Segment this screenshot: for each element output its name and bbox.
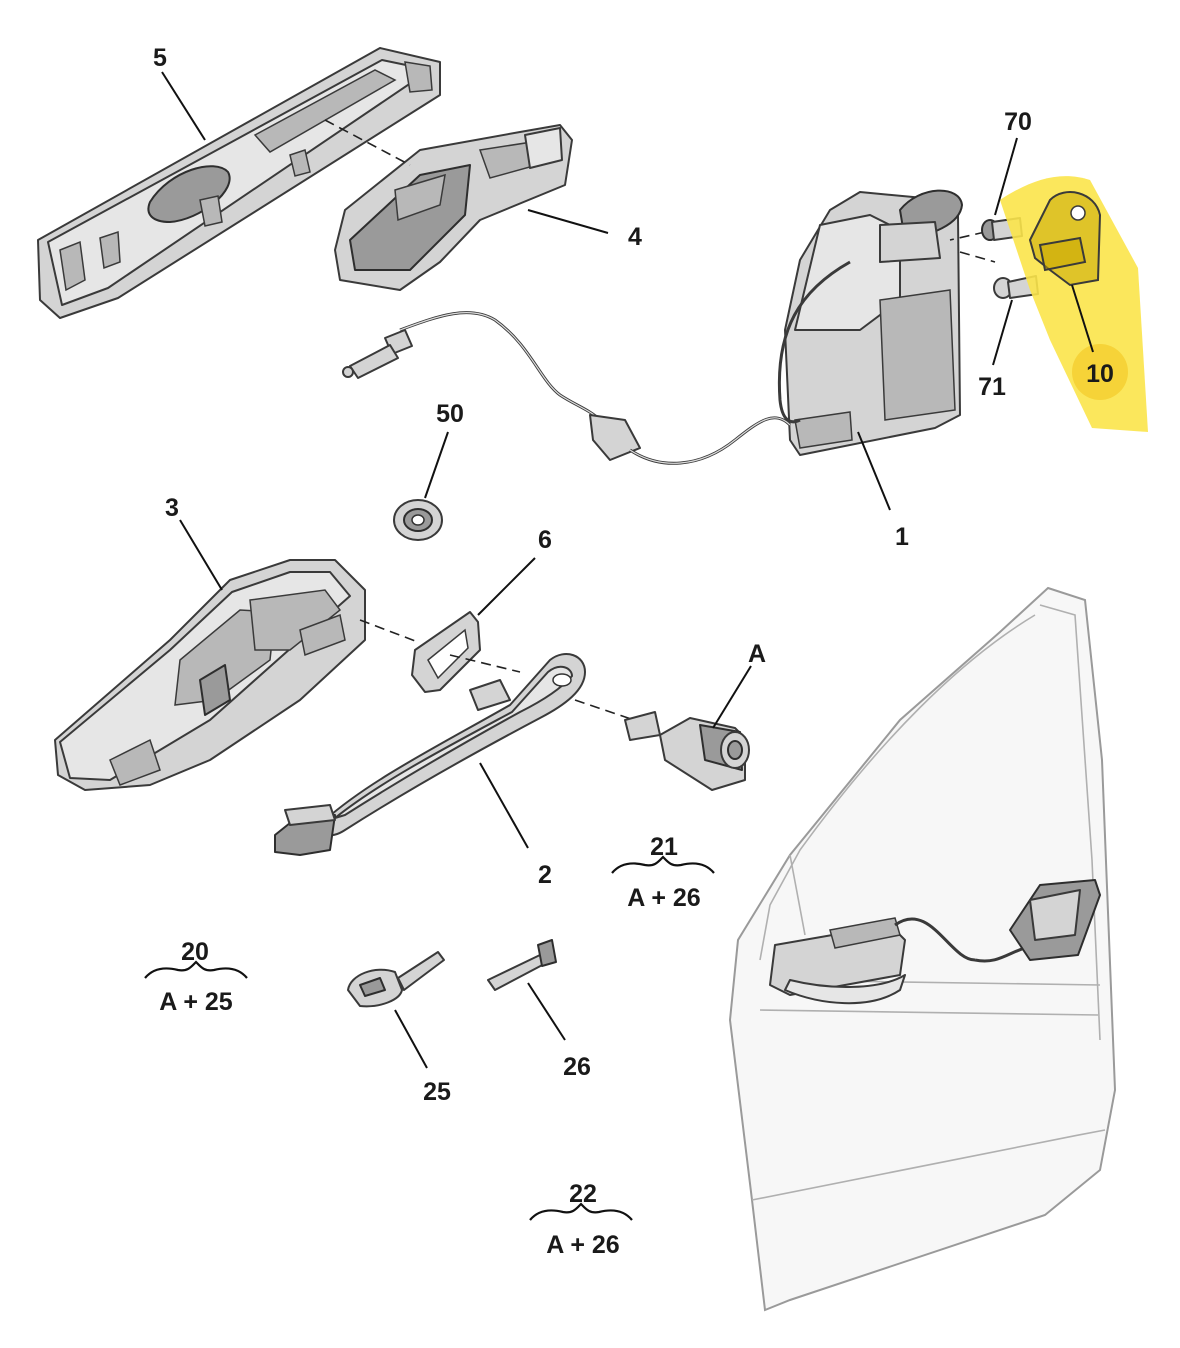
kit-20-brace xyxy=(144,960,248,979)
part-25-key xyxy=(347,951,445,1008)
part-50-grommet xyxy=(393,499,443,541)
part-A-cylinder xyxy=(624,711,750,791)
callout-50: 50 xyxy=(436,400,464,428)
callout-71: 71 xyxy=(978,373,1006,401)
kit-21: 21 A + 26 xyxy=(611,833,715,912)
release-cable xyxy=(342,311,792,465)
callout-3: 3 xyxy=(165,494,179,522)
callout-4: 4 xyxy=(628,223,642,251)
part-2-outer-handle xyxy=(274,653,586,856)
callout-70: 70 xyxy=(1004,108,1032,136)
lock-cable-upper xyxy=(777,260,851,424)
axis-5-4 xyxy=(324,119,411,166)
kit-20: 20 A + 25 xyxy=(144,938,248,1016)
callout-2: 2 xyxy=(538,861,552,889)
part-1-lock xyxy=(784,189,963,456)
callout-5: 5 xyxy=(153,44,167,72)
kit-21-brace xyxy=(611,855,715,874)
kit-21-number: 21 xyxy=(650,833,678,861)
part-5-bracket xyxy=(37,47,441,319)
callout-26: 26 xyxy=(563,1053,591,1081)
callout-25: 25 xyxy=(423,1078,451,1106)
callout-1: 1 xyxy=(895,523,909,551)
callout-10: 10 xyxy=(1086,360,1114,388)
kit-22-contents: A + 26 xyxy=(546,1231,619,1259)
kit-22-brace xyxy=(529,1202,633,1221)
axis-3-6 xyxy=(359,619,419,643)
callout-A: A xyxy=(748,640,766,668)
part-10-striker xyxy=(1000,176,1148,432)
part-6-gasket xyxy=(411,611,481,693)
callout-labels: 5 4 70 71 50 1 3 6 A 2 25 26 10 xyxy=(153,44,1114,1106)
kit-22: 22 A + 26 xyxy=(529,1180,633,1259)
door-handle-assembly xyxy=(769,879,1101,1005)
kit-20-number: 20 xyxy=(181,938,209,966)
axis-6-2 xyxy=(449,654,521,673)
callout-6: 6 xyxy=(538,526,552,554)
part-3-handle-bracket xyxy=(54,559,366,791)
part-26-blade xyxy=(487,939,557,991)
leader-lines xyxy=(161,71,1094,1069)
part-4-mechanism xyxy=(334,124,573,291)
kit-21-contents: A + 26 xyxy=(627,884,700,912)
kit-22-number: 22 xyxy=(569,1180,597,1208)
kit-20-contents: A + 25 xyxy=(159,988,233,1016)
